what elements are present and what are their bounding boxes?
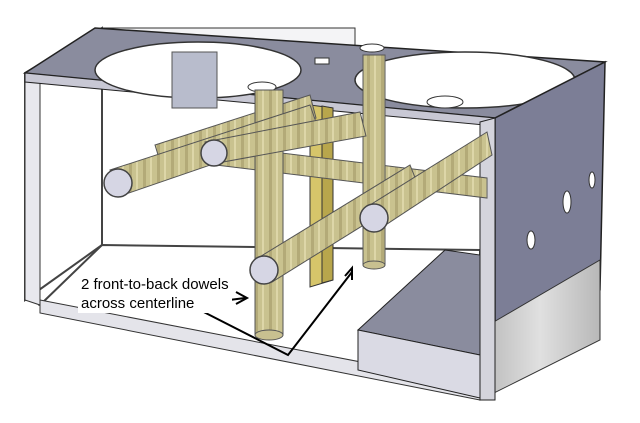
annotation-line-2: across centerline <box>81 295 195 312</box>
front-dowel-1-end <box>103 168 133 198</box>
vertical-dowel-front-end <box>254 329 284 341</box>
side-hole-3 <box>588 171 596 189</box>
side-hole-1 <box>526 230 536 250</box>
top-hole-3 <box>426 95 464 109</box>
left-woofer-inner-panel <box>171 51 218 109</box>
arrow-1-line <box>189 271 353 357</box>
top-slot <box>314 57 330 65</box>
arrow-1-head <box>344 265 353 280</box>
front-dowel-3-end <box>249 255 279 285</box>
front-dowel-2-end <box>200 139 228 167</box>
dowel-annotation: 2 front-to-back dowels across centerline <box>78 275 232 313</box>
port-front <box>357 329 481 399</box>
left-front-edge <box>24 72 41 306</box>
arrow-2-head <box>235 291 250 305</box>
top-hole-1 <box>359 43 385 53</box>
side-hole-2 <box>562 190 572 214</box>
vertical-dowel-rear <box>362 54 386 266</box>
annotation-line-1: 2 front-to-back dowels <box>81 276 229 293</box>
front-dowel-4-end <box>359 203 389 233</box>
vertical-dowel-rear-end <box>362 260 386 270</box>
